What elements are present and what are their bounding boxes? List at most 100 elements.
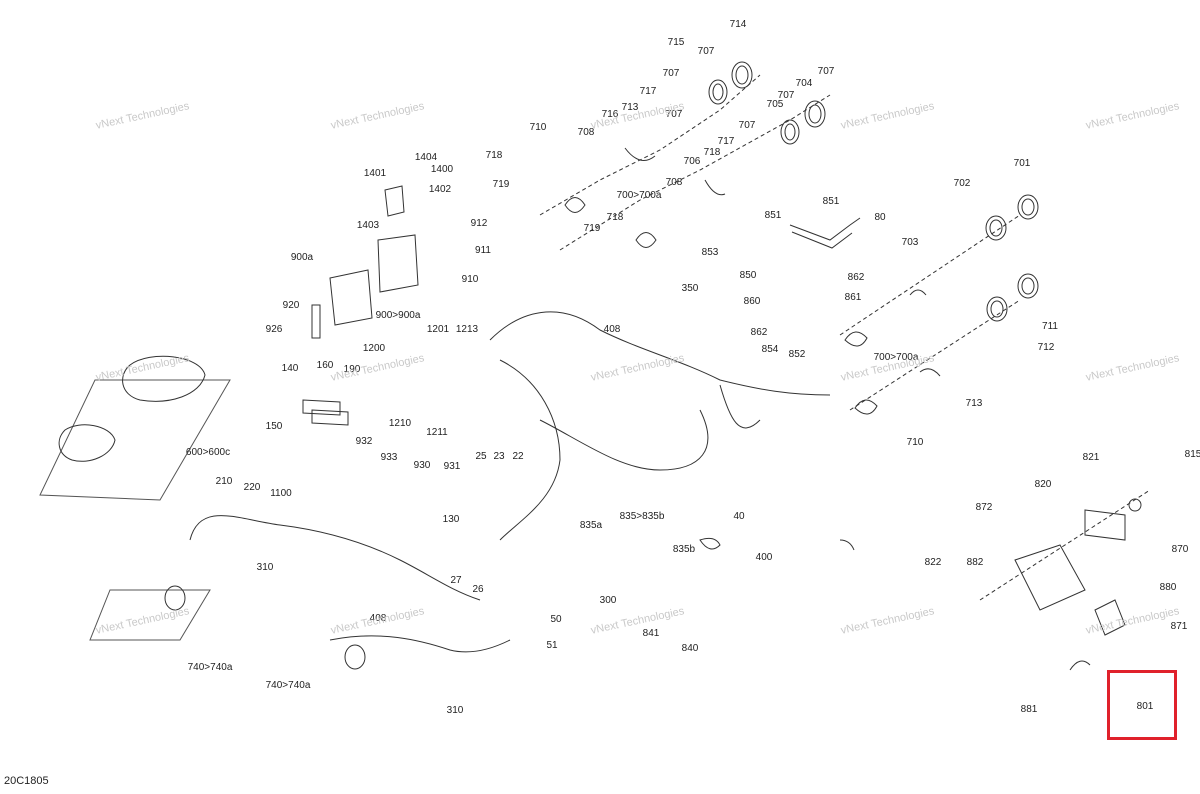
callout-label: 51 (546, 640, 558, 651)
callout-label: 719 (492, 179, 510, 190)
callout-label: 1401 (363, 168, 387, 179)
callout-label: 860 (743, 296, 761, 307)
callout-label: 160 (316, 360, 334, 371)
callout-label: 718 (485, 150, 503, 161)
callout-label: 706 (683, 156, 701, 167)
callout-label: 210 (215, 476, 233, 487)
callout-label: 740>740a (187, 662, 233, 673)
callout-label: 707 (662, 68, 680, 79)
callout-label: 130 (442, 514, 460, 525)
callout-label: 840 (681, 643, 699, 654)
callout-label: 710 (906, 437, 924, 448)
callout-label: 710 (529, 122, 547, 133)
callout-label: 801 (1136, 701, 1154, 712)
callout-label: 920 (282, 300, 300, 311)
callout-label: 926 (265, 324, 283, 335)
callout-label: 23 (493, 451, 505, 462)
callout-label: 715 (667, 37, 685, 48)
callout-label: 408 (603, 324, 621, 335)
callout-label: 853 (701, 247, 719, 258)
callout-label: 861 (844, 292, 862, 303)
callout-label: 931 (443, 461, 461, 472)
callout-label: 80 (874, 212, 886, 223)
callout-label: 910 (461, 274, 479, 285)
callout-label: 707 (665, 109, 683, 120)
callout-label: 740>740a (265, 680, 311, 691)
callout-label: 862 (847, 272, 865, 283)
callout-label: 702 (953, 178, 971, 189)
callout-label: 22 (512, 451, 524, 462)
callout-label: 872 (975, 502, 993, 513)
callout-label: 719 (583, 223, 601, 234)
callout-label: 881 (1020, 704, 1038, 715)
callout-label: 1402 (428, 184, 452, 195)
callout-label: 350 (681, 283, 699, 294)
callout-label: 835>835b (619, 511, 665, 522)
callout-label: 717 (639, 86, 657, 97)
callout-label: 408 (369, 613, 387, 624)
callout-label: 220 (243, 482, 261, 493)
callout-label: 1200 (362, 343, 386, 354)
callout-label: 1211 (426, 427, 448, 438)
callout-label: 1403 (356, 220, 380, 231)
callout-label: 835a (579, 520, 603, 531)
diagram-code: 20C1805 (4, 775, 49, 787)
callout-label: 600>600c (185, 447, 231, 458)
callout-label: 1400 (430, 164, 454, 175)
callout-label: 27 (450, 575, 462, 586)
callout-label: 150 (265, 421, 283, 432)
callout-label: 704 (795, 78, 813, 89)
callout-label: 310 (256, 562, 274, 573)
callout-label: 707 (817, 66, 835, 77)
callout-label: 140 (281, 363, 299, 374)
callout-label: 711 (1042, 321, 1058, 332)
callout-label: 850 (739, 270, 757, 281)
callout-label: 400 (755, 552, 773, 563)
callout-label: 707 (738, 120, 756, 131)
callout-label: 882 (966, 557, 984, 568)
callout-label: 714 (729, 19, 747, 30)
callout-label: 1201 (426, 324, 450, 335)
callout-label: 707 (777, 90, 795, 101)
callout-label: 932 (355, 436, 373, 447)
callout-label: 717 (717, 136, 735, 147)
callout-label: 912 (470, 218, 488, 229)
callout-label: 25 (475, 451, 487, 462)
callout-label: 707 (697, 46, 715, 57)
callout-label: 1404 (414, 152, 438, 163)
callout-label: 841 (642, 628, 660, 639)
diagram-linework (39, 61, 1151, 671)
callout-label: 701 (1013, 158, 1031, 169)
callout-label: 26 (472, 584, 484, 595)
callout-label: 713 (965, 398, 983, 409)
callout-label: 862 (750, 327, 768, 338)
callout-label: 300 (599, 595, 617, 606)
callout-label: 930 (413, 460, 431, 471)
callout-label: 900>900a (375, 310, 421, 321)
callout-label: 821 (1082, 452, 1100, 463)
callout-label: 190 (343, 364, 361, 375)
callout-label: 1100 (270, 488, 292, 499)
callout-label: 712 (1037, 342, 1055, 353)
callout-label: 822 (924, 557, 942, 568)
callout-label: 310 (446, 705, 464, 716)
callout-label: 705 (766, 99, 784, 110)
callout-label: 870 (1171, 544, 1189, 555)
callout-label: 1210 (388, 418, 412, 429)
callout-label: 700>700a (616, 190, 662, 201)
callout-label: 852 (788, 349, 806, 360)
callout-label: 851 (764, 210, 782, 221)
callout-label: 900a (290, 252, 314, 263)
callout-label: 911 (475, 245, 491, 256)
callout-label: 815 (1184, 449, 1200, 460)
callout-label: 713 (621, 102, 639, 113)
callout-label: 851 (822, 196, 840, 207)
callout-label: 50 (550, 614, 562, 625)
callout-label: 880 (1159, 582, 1177, 593)
callout-label: 708 (665, 177, 683, 188)
callout-label: 708 (577, 127, 595, 138)
callout-label: 1213 (455, 324, 479, 335)
callout-label: 40 (733, 511, 745, 522)
callout-label: 933 (380, 452, 398, 463)
